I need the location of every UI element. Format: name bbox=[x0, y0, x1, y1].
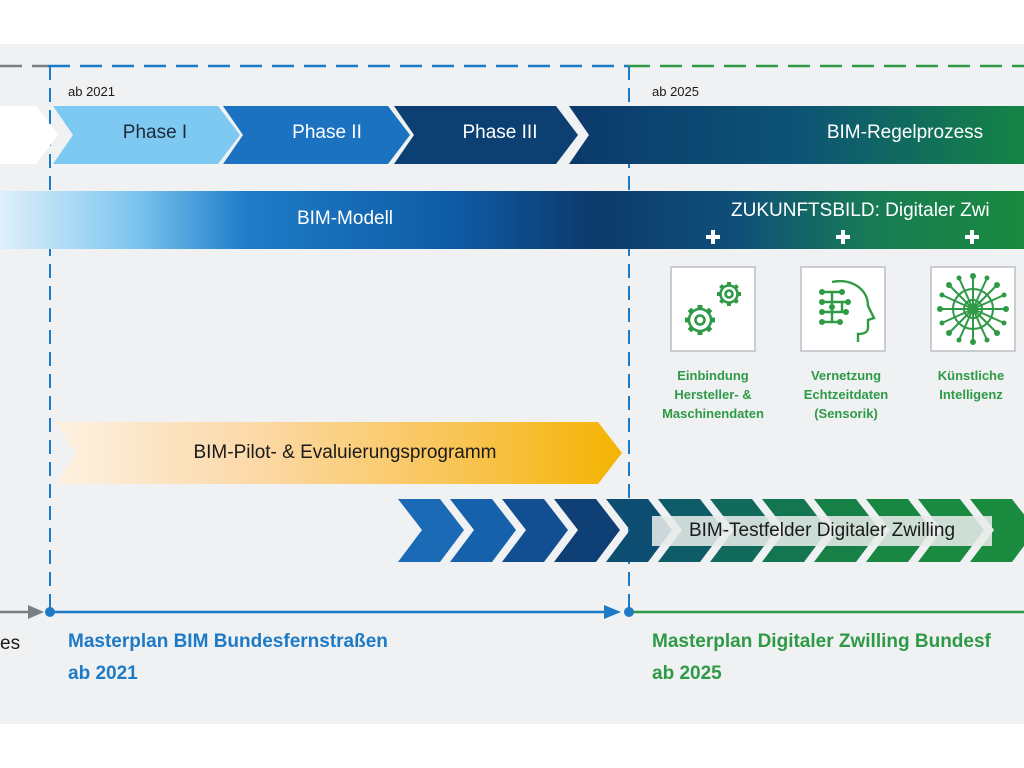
feature-sensorik-line-3: (Sensorik) bbox=[814, 406, 878, 421]
neural-network-icon bbox=[937, 273, 1009, 345]
gears-icon bbox=[685, 282, 741, 335]
feature-gears-line-2: Hersteller- & bbox=[674, 387, 752, 402]
testfelder-label: BIM-Testfelder Digitaler Zwilling bbox=[688, 520, 956, 541]
phase-3-label: Phase III bbox=[462, 122, 538, 143]
masterplan-dz-year: ab 2025 bbox=[652, 663, 722, 684]
masterplan-digitaler-zwilling: Masterplan Digitaler Zwilling Bundesf ab… bbox=[652, 626, 991, 690]
feature-sensorik-line-1: Vernetzung bbox=[810, 368, 882, 383]
bim-modell-label: BIM-Modell bbox=[296, 208, 394, 229]
masterplan-bim: Masterplan BIM Bundesfernstraßen ab 2021 bbox=[68, 626, 388, 690]
phase-1-chevron bbox=[53, 106, 240, 164]
testfelder-label-box bbox=[652, 516, 992, 546]
feature-sensorik-text: Vernetzung Echtzeitdaten (Sensorik) bbox=[776, 366, 916, 423]
feature-ki-line-1: Künstliche bbox=[937, 368, 1005, 383]
regelprozess-chevron bbox=[569, 106, 1024, 164]
masterplan-dz-title: Masterplan Digitaler Zwilling Bundesf bbox=[652, 631, 991, 652]
feature-gears-box bbox=[670, 266, 756, 352]
bim-modell-bar bbox=[0, 191, 1024, 249]
masterplan-bim-title: Masterplan BIM Bundesfernstraßen bbox=[68, 631, 388, 652]
feature-sensorik-line-2: Echtzeitdaten bbox=[803, 387, 889, 402]
roadmap-diagram: ab 2021 ab 2025 Phase I Phase II Phase I… bbox=[0, 44, 1024, 724]
previous-masterplan-fragment: es bbox=[0, 633, 21, 654]
phase-2-chevron bbox=[223, 106, 410, 164]
timeline-blue-arrowhead bbox=[604, 605, 621, 619]
phase-1-label: Phase I bbox=[122, 122, 188, 143]
feature-head-box bbox=[800, 266, 886, 352]
pilot-program-label: BIM-Pilot- & Evaluierungsprogramm bbox=[193, 442, 497, 463]
feature-gears-line-3: Maschinendaten bbox=[662, 406, 764, 421]
timeline-grey-arrowhead bbox=[28, 605, 44, 619]
feature-network-box bbox=[930, 266, 1016, 352]
year-label-2025: ab 2025 bbox=[652, 84, 699, 99]
feature-ki-text: Künstliche Intelligenz bbox=[918, 366, 1024, 404]
phase-2-label: Phase II bbox=[292, 122, 362, 143]
previous-phase-chevron bbox=[0, 106, 58, 164]
feature-gears-line-1: Einbindung bbox=[677, 368, 749, 383]
head-circuit-icon bbox=[819, 279, 876, 342]
zukunftsbild-label: ZUKUNFTSBILD: Digitaler Zwi bbox=[731, 200, 990, 221]
year-label-2021: ab 2021 bbox=[68, 84, 115, 99]
plus-signs bbox=[706, 230, 979, 244]
masterplan-bim-year: ab 2021 bbox=[68, 663, 138, 684]
regelprozess-label: BIM-Regelprozess bbox=[826, 122, 984, 143]
pilot-program-arrow bbox=[55, 422, 622, 484]
diagram-graphics bbox=[0, 64, 1024, 619]
testfelder-chevron-stream bbox=[398, 499, 1024, 562]
feature-ki-line-2: Intelligenz bbox=[939, 387, 1003, 402]
phase-3-chevron bbox=[394, 106, 578, 164]
timeline-dot-2021 bbox=[45, 607, 55, 617]
feature-gears-text: Einbindung Hersteller- & Maschinendaten bbox=[640, 366, 786, 423]
timeline-dot-2025 bbox=[624, 607, 634, 617]
